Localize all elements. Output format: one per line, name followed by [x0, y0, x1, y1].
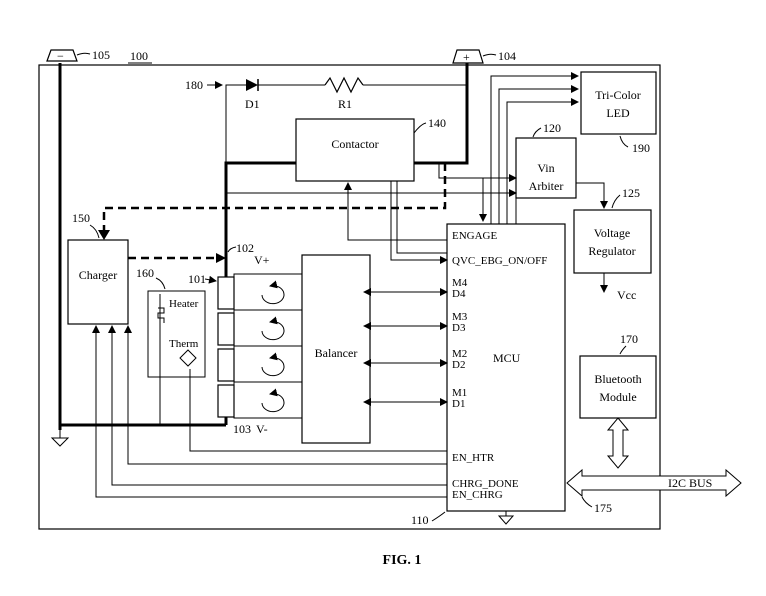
- positive-terminal-symbol: +: [463, 50, 470, 64]
- negative-terminal-ref: 105: [92, 48, 110, 62]
- negative-terminal-symbol: −: [57, 49, 64, 63]
- voltage-regulator-block: [573, 209, 652, 274]
- pin-m4: M4: [452, 277, 468, 289]
- charger-ref: 150: [72, 211, 90, 225]
- pin-chrg-done: CHRG_DONE: [452, 478, 519, 490]
- contactor-label: Contactor: [331, 137, 378, 151]
- system-enclosure: [38, 64, 661, 530]
- balancer-label: Balancer: [315, 346, 358, 360]
- pin-m3: M3: [452, 311, 468, 323]
- ground-symbol-mcu: [497, 515, 515, 525]
- pin-qvc: QVC_EBG_ON/OFF: [452, 255, 547, 267]
- pin-m2: M2: [452, 348, 467, 360]
- heater-label: Heater: [169, 298, 199, 310]
- vminus-label: V-: [256, 422, 268, 436]
- regulator-line1: Voltage: [594, 226, 630, 240]
- resistor-r1: [324, 76, 364, 94]
- i2c-bus-ref: 175: [594, 501, 612, 515]
- ground-symbol-left: [50, 437, 70, 447]
- led-line2: LED: [606, 106, 630, 120]
- mcu-ref: 110: [411, 513, 429, 527]
- mcu-label: MCU: [493, 351, 521, 365]
- pin-engage: ENGAGE: [452, 230, 497, 242]
- pin-d1: D1: [452, 398, 465, 410]
- vplus-ref: 102: [236, 241, 254, 255]
- i2c-bus-label: I2C BUS: [668, 476, 712, 490]
- resistor-label: R1: [338, 97, 352, 111]
- vcc-label: Vcc: [617, 288, 636, 302]
- led-line1: Tri-Color: [595, 88, 641, 102]
- vplus-label: V+: [254, 253, 270, 267]
- pin-d3: D3: [452, 322, 466, 334]
- therm-label: Therm: [169, 338, 199, 350]
- contactor-block: [295, 118, 415, 182]
- pin-en-chrg: EN_CHRG: [452, 489, 503, 501]
- diode-label: D1: [245, 97, 260, 111]
- positive-terminal: +: [452, 49, 484, 64]
- negative-terminal: −: [46, 49, 78, 63]
- pin-d2: D2: [452, 359, 465, 371]
- pin-en-htr: EN_HTR: [452, 452, 495, 464]
- pin-m1: M1: [452, 387, 467, 399]
- heater-element: [157, 307, 165, 323]
- battery-ref: 101: [188, 272, 206, 286]
- bluetooth-block: [579, 355, 657, 419]
- heater-therm-block: [147, 290, 206, 378]
- positive-terminal-ref: 104: [498, 49, 516, 63]
- thermistor-symbol: [179, 349, 197, 367]
- vin-arbiter-block: [515, 137, 577, 199]
- pin-d4: D4: [452, 288, 466, 300]
- battery-stack: [217, 276, 235, 418]
- contactor-ref: 140: [428, 116, 446, 130]
- i2c-bus-arrow: [566, 468, 742, 498]
- balancer-block: [301, 254, 371, 444]
- regulator-line2: Regulator: [588, 244, 635, 258]
- system-ref-label: 100: [130, 49, 148, 63]
- tricolor-led-block: [580, 71, 657, 135]
- vin-arbiter-line2: Arbiter: [529, 179, 564, 193]
- bluetooth-ref: 170: [620, 332, 638, 346]
- charger-block: [67, 239, 129, 325]
- diode-d1: [246, 79, 259, 91]
- bluetooth-line1: Bluetooth: [594, 372, 641, 386]
- regulator-ref: 125: [622, 186, 640, 200]
- vin-arbiter-line1: Vin: [537, 161, 554, 175]
- figure-caption: FIG. 1: [383, 553, 422, 568]
- charger-label: Charger: [79, 268, 117, 282]
- vin-arbiter-ref: 120: [543, 121, 561, 135]
- balancing-icon: [261, 280, 285, 413]
- led-ref: 190: [632, 141, 650, 155]
- mcu-pin-labels: ENGAGE QVC_EBG_ON/OFF M4 D4 M3 D3 M2 D2 …: [452, 230, 547, 501]
- bluetooth-line2: Module: [599, 390, 636, 404]
- vminus-ref: 103: [233, 422, 251, 436]
- bluetooth-bus-arrow: [606, 417, 630, 469]
- heater-block-ref: 160: [136, 266, 154, 280]
- precharge-ref: 180: [185, 78, 203, 92]
